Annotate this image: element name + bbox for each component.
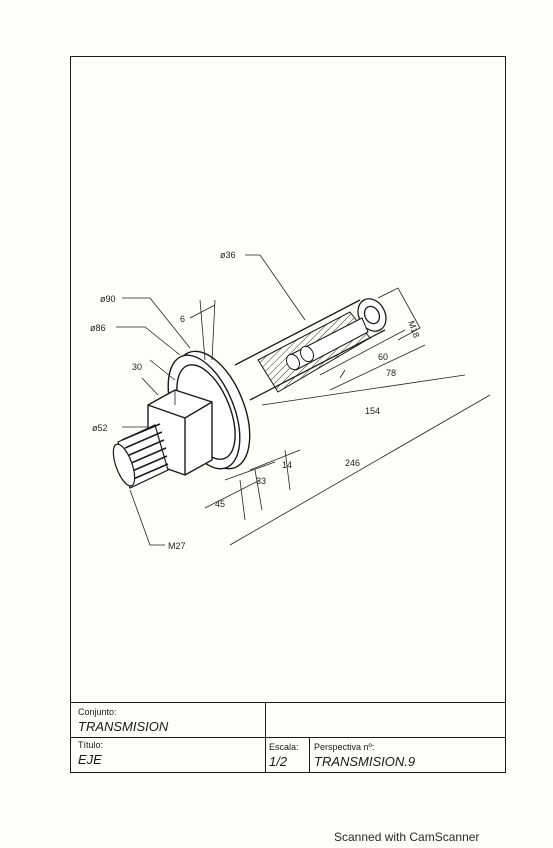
dim-d86: ø86 — [90, 323, 106, 333]
dim-l60: 60 — [378, 352, 388, 362]
dim-d52: ø52 — [92, 423, 108, 433]
dimension-lines — [116, 254, 491, 546]
perspectiva-value: TRANSMISION.9 — [314, 754, 416, 769]
dim-d36: ø36 — [220, 250, 236, 260]
dim-l78: 78 — [386, 368, 396, 378]
dim-w33: 33 — [256, 476, 266, 486]
dim-w30: 30 — [132, 362, 142, 372]
title-block-divider-vertical-main — [265, 702, 266, 773]
inner-bore — [286, 317, 369, 371]
title-block-divider-vertical-scale — [309, 737, 310, 773]
titulo-label: Título: — [78, 740, 104, 750]
escala-label: Escala: — [269, 742, 299, 752]
perspectiva-label: Perspectiva nº: — [314, 742, 375, 752]
drawing-sheet-frame — [70, 56, 506, 773]
dim-l154: 154 — [365, 406, 380, 416]
title-block-divider-horizontal — [70, 737, 506, 738]
dim-w14: 14 — [282, 460, 292, 470]
dim-w45: 45 — [215, 499, 225, 509]
dim-m27: M27 — [168, 541, 186, 551]
dim-d90: ø90 — [100, 294, 116, 304]
conjunto-label: Conjunto: — [78, 707, 117, 717]
dim-m18: M18 — [406, 319, 421, 339]
title-block — [70, 702, 506, 773]
dim-l246: 246 — [345, 458, 360, 468]
escala-value: 1/2 — [269, 754, 288, 769]
camscanner-watermark: Scanned with CamScanner — [334, 830, 480, 844]
dim-w6: 6 — [180, 314, 185, 324]
titulo-value: EJE — [78, 752, 102, 767]
threaded-end — [112, 423, 169, 489]
conjunto-value: TRANSMISION — [78, 719, 169, 734]
dimension-labels: ø36 ø90 ø86 ø52 M27 6 30 14 33 45 M18 60… — [90, 250, 422, 551]
